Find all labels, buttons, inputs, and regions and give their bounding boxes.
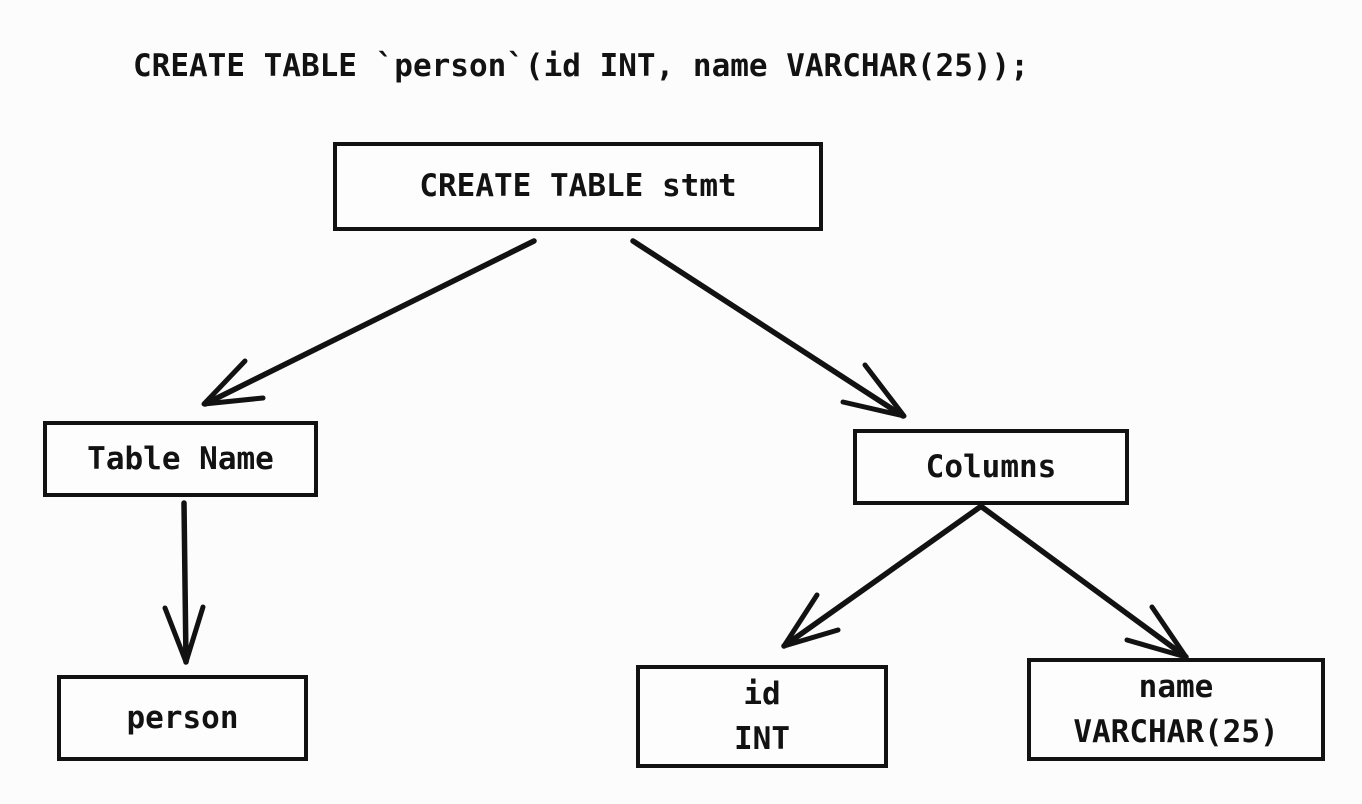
node-column-id-type: INT	[734, 720, 790, 757]
node-column-id: id INT	[636, 665, 888, 768]
node-person-label: person	[126, 699, 239, 736]
edge-columns-to-id-arrow	[781, 504, 983, 649]
node-column-name: name VARCHAR(25)	[1027, 658, 1325, 761]
edge-root-to-table-name-arrow	[201, 238, 537, 407]
edge-root-to-columns-arrow	[630, 238, 907, 419]
edge-table-name-to-person-arrow	[162, 500, 206, 665]
edge-columns-to-name-arrow	[979, 504, 1189, 660]
node-column-id-name: id	[743, 676, 781, 713]
sql-statement-text: CREATE TABLE `person`(id INT, name VARCH…	[133, 48, 1029, 84]
node-columns-label: Columns	[925, 448, 1057, 485]
node-table-name-label: Table Name	[87, 440, 274, 477]
node-table-name: Table Name	[43, 421, 318, 497]
node-create-table-stmt-label: CREATE TABLE stmt	[419, 168, 737, 205]
node-column-name-type: VARCHAR(25)	[1073, 713, 1279, 750]
node-columns: Columns	[853, 429, 1129, 505]
node-column-name-name: name	[1138, 669, 1214, 706]
node-create-table-stmt: CREATE TABLE stmt	[333, 142, 823, 231]
node-person: person	[57, 675, 308, 761]
